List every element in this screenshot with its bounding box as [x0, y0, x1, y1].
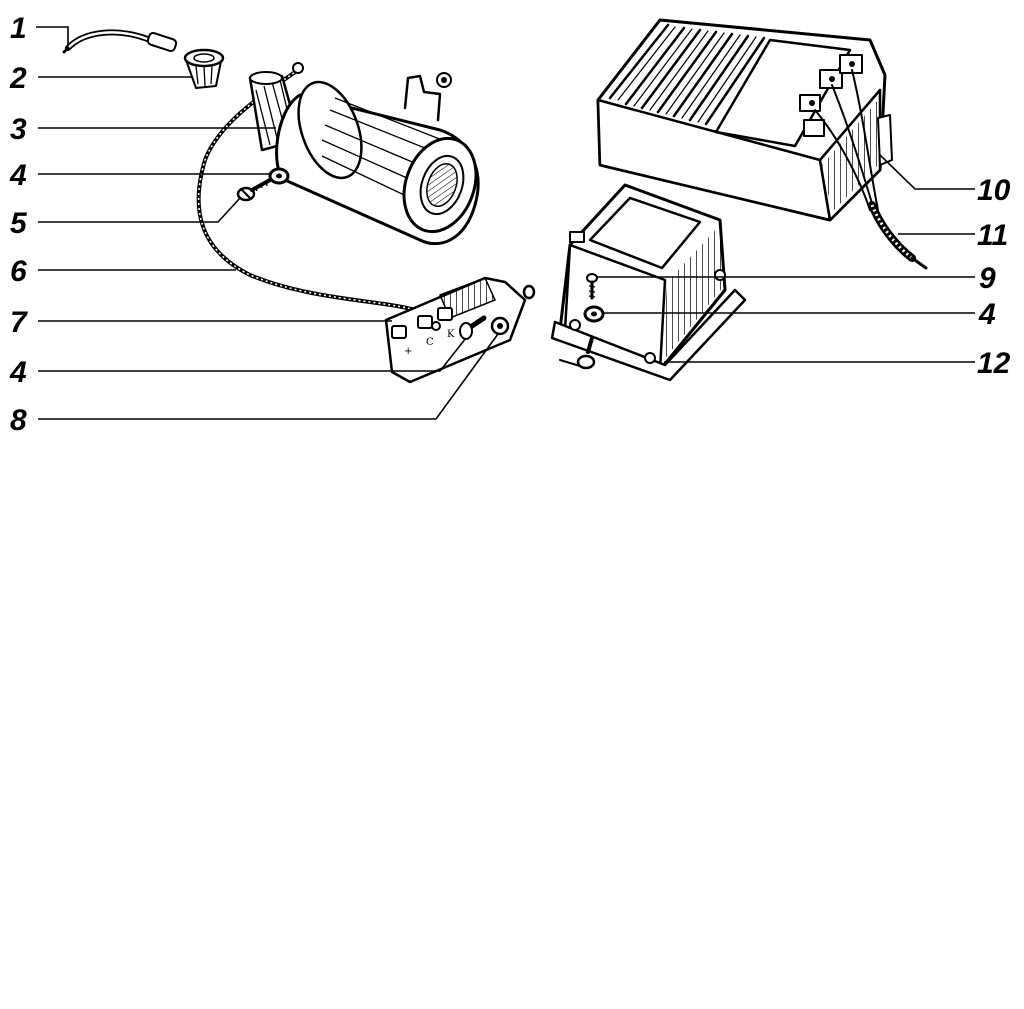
screw	[236, 178, 272, 202]
callout-4-lower: 4	[9, 356, 27, 389]
washer-right	[583, 305, 605, 323]
mounting-screw	[586, 273, 598, 300]
callout-6: 6	[10, 255, 27, 288]
leader-5	[38, 197, 241, 223]
wiring-harness	[814, 69, 928, 270]
washer-upper	[268, 167, 290, 185]
leader-1	[36, 26, 69, 46]
callout-10: 10	[977, 174, 1011, 207]
leader-10	[879, 154, 975, 190]
callout-12: 12	[977, 347, 1011, 380]
terminal-mark-plus: +	[404, 346, 412, 357]
callout-labels-right: 10 11 9 4 12	[977, 174, 1011, 380]
callout-2: 2	[9, 62, 27, 95]
ignition-switch-unit	[550, 183, 747, 382]
callout-1: 1	[10, 12, 27, 45]
high-tension-lead	[62, 29, 178, 54]
callout-7: 7	[10, 306, 28, 339]
callout-9: 9	[979, 262, 996, 295]
callout-8: 8	[10, 404, 27, 437]
callout-11: 11	[977, 219, 1008, 252]
ignition-coil	[248, 71, 480, 246]
callout-3: 3	[10, 113, 27, 146]
terminal-mark-k: K	[447, 329, 455, 340]
leader-4b	[38, 337, 467, 372]
leader-8	[38, 333, 499, 420]
terminal-mark-c: C	[426, 337, 434, 348]
leader-lines	[36, 26, 975, 420]
callout-5: 5	[10, 207, 28, 240]
callout-labels-left: 1 2 3 4 5 6 7 4 8	[9, 12, 28, 437]
callout-4-right: 4	[978, 298, 996, 331]
rubber-cap	[183, 48, 225, 89]
electronic-control-unit	[596, 18, 893, 222]
callout-4-upper: 4	[9, 159, 27, 192]
resistor-terminal-block: + C K	[384, 276, 527, 384]
block-screw	[459, 284, 536, 340]
